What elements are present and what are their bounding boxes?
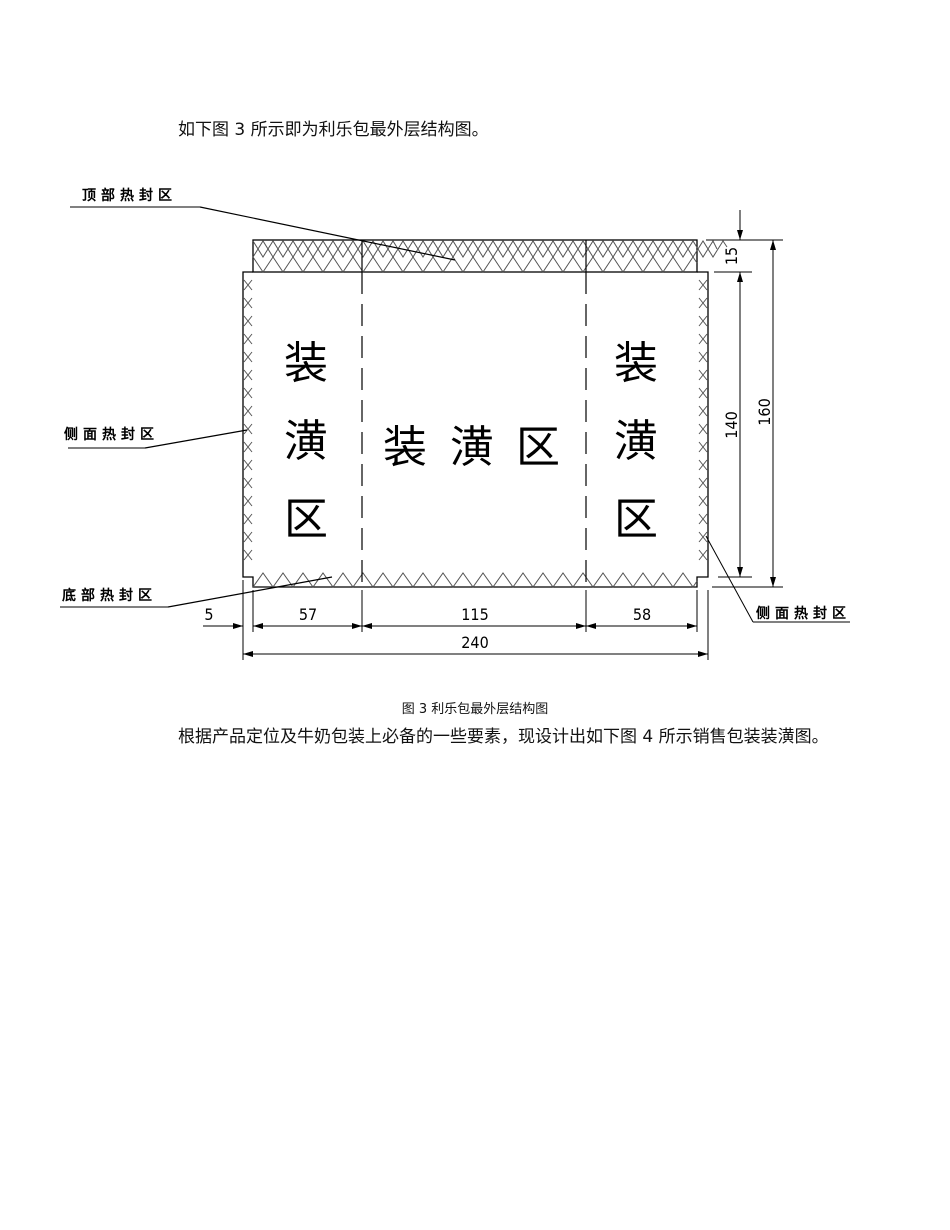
svg-text:潢: 潢 [284, 416, 328, 467]
dim-center-panel: 115 [461, 605, 488, 624]
svg-text:装: 装 [284, 338, 328, 389]
svg-text:区: 区 [614, 494, 658, 545]
dim-total-height: 160 [755, 398, 774, 425]
center-panel-label: 装 潢 区 [383, 422, 560, 473]
dim-top-seal-height: 15 [722, 247, 741, 265]
svg-text:顶部热封区: 顶部热封区 [82, 187, 177, 204]
bottom-seal-zigzag [252, 572, 698, 588]
figure-caption: 图 3 利乐包最外层结构图 [401, 702, 549, 717]
svg-text:底部热封区: 底部热封区 [62, 587, 157, 604]
right-side-seal-hatch [698, 279, 708, 561]
svg-text:侧面热封区: 侧面热封区 [756, 605, 851, 622]
svg-text:区: 区 [516, 422, 560, 473]
svg-text:潢: 潢 [614, 416, 658, 467]
svg-text:装: 装 [383, 422, 427, 473]
svg-text:装: 装 [614, 338, 658, 389]
callout-top-seal: 顶部热封区 [70, 187, 456, 261]
right-panel-label: 装 潢 区 [614, 338, 658, 545]
intro-paragraph: 如下图 3 所示即为利乐包最外层结构图。 [178, 120, 489, 140]
callout-bottom-seal: 底部热封区 [60, 576, 333, 608]
dim-left-panel: 57 [299, 605, 317, 624]
left-side-seal-hatch [243, 279, 253, 561]
top-seal-band [252, 239, 728, 273]
callout-side-seal-left: 侧面热封区 [64, 426, 248, 449]
dim-right-panel: 58 [633, 605, 651, 624]
followup-paragraph: 根据产品定位及牛奶包装上必备的一些要素，现设计出如下图 4 所示销售包装装潢图。 [178, 727, 829, 747]
dim-body-height: 140 [722, 411, 741, 438]
left-panel-label: 装 潢 区 [284, 338, 328, 545]
callout-side-seal-right: 侧面热封区 [705, 535, 851, 623]
dim-total-width: 240 [461, 633, 488, 652]
svg-text:潢: 潢 [450, 422, 494, 473]
dim-left-margin: 5 [204, 605, 213, 624]
tetra-pak-structure-drawing: 装 潢 区 装 潢 区 装 潢 区 顶部热封区 侧面热封区 底部热封区 侧面热封… [60, 187, 851, 660]
horizontal-dimensions [203, 580, 709, 660]
vertical-dimensions [706, 210, 783, 588]
package-outline [242, 271, 709, 588]
svg-text:侧面热封区: 侧面热封区 [64, 426, 159, 443]
svg-text:区: 区 [284, 494, 328, 545]
